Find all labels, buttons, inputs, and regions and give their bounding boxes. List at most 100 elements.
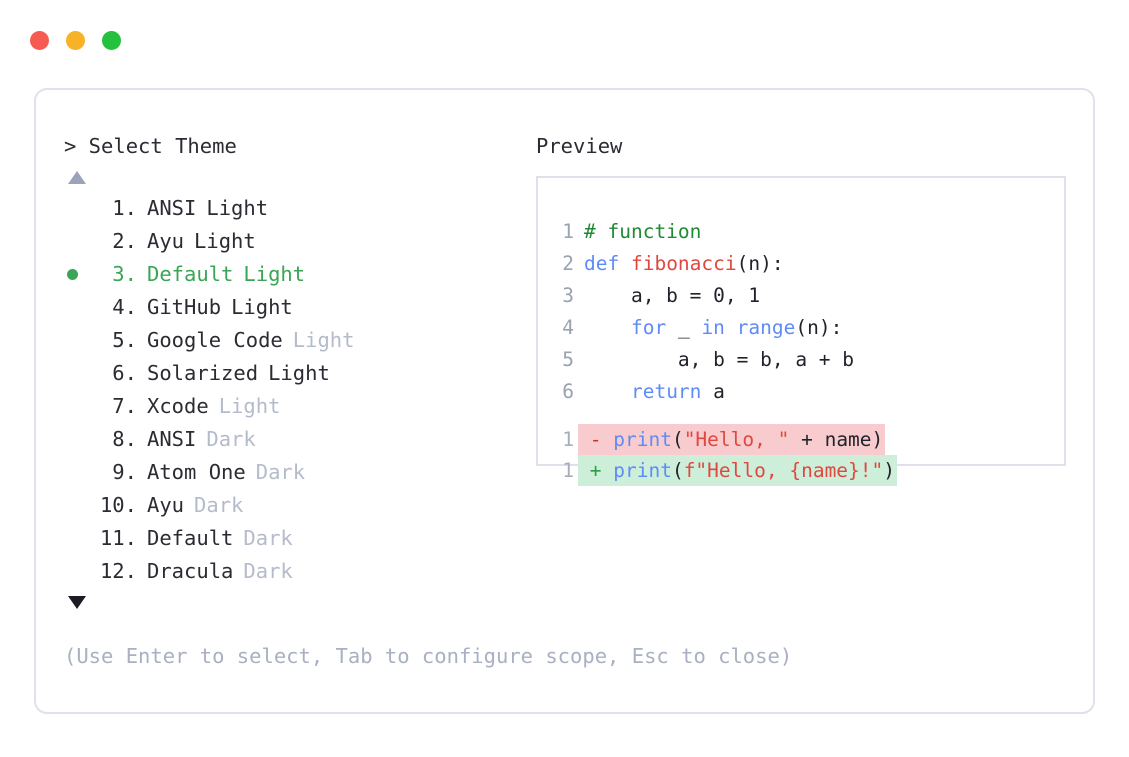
triangle-down-icon[interactable] [68, 596, 86, 609]
theme-item-name: Ayu [147, 229, 185, 253]
theme-item-variant-tag: Light [231, 295, 293, 319]
theme-item-index: 9. [99, 460, 137, 484]
code-line: 5 a, b = b, a + b [552, 344, 1058, 376]
code-token: ( [671, 428, 684, 451]
selection-bullet-cell [64, 357, 92, 390]
code-token: (n): [736, 252, 784, 275]
minimize-window-dot[interactable] [66, 31, 85, 50]
code-token: for [630, 316, 667, 339]
diff-line-content: + print(f"Hello, {name}!") [578, 455, 898, 486]
code-token: f"Hello, {name}!" [683, 459, 884, 482]
preview-title: Preview [536, 134, 623, 158]
theme-item-name: Ayu [147, 493, 185, 517]
selection-bullet-cell [64, 423, 92, 456]
theme-list-item[interactable]: 5. Google Code Light [64, 324, 534, 357]
code-line-text: return a [584, 376, 725, 408]
code-token: + name) [789, 428, 884, 451]
code-token: print [613, 459, 672, 482]
diff-line-del: 1 - print("Hello, " + name) [552, 424, 1058, 455]
maximize-window-dot[interactable] [102, 31, 121, 50]
code-line-number: 3 [562, 284, 574, 307]
code-line-number: 1 [562, 220, 574, 243]
theme-item-name: Atom One [147, 460, 246, 484]
code-line-text: for _ in range(n): [584, 312, 842, 344]
select-theme-prompt: > Select Theme [64, 134, 237, 158]
theme-item-variant-tag: Light [243, 262, 306, 286]
theme-item-name: Default [147, 526, 234, 550]
theme-item-name: Google Code [147, 328, 283, 352]
theme-item-index: 2. [99, 229, 137, 253]
code-token: fibonacci [630, 252, 737, 275]
theme-item-variant-tag: Dark [243, 526, 293, 550]
theme-item-variant-tag: Dark [206, 427, 256, 451]
theme-list-item[interactable]: 2. Ayu Light [64, 225, 534, 258]
preview-column: Preview [536, 132, 1068, 160]
code-token: a, b = b, a + b [584, 348, 855, 371]
code-token: a [701, 380, 725, 403]
code-token: a, b = 0, 1 [584, 284, 761, 307]
code-line-text: def fibonacci(n): [584, 248, 784, 280]
code-token: in range [701, 316, 796, 339]
diff-line-number: 1 [562, 428, 574, 451]
selected-bullet-icon [67, 269, 78, 280]
triangle-up-icon[interactable] [68, 171, 86, 184]
code-line-text: a, b = 0, 1 [584, 280, 760, 312]
code-line-number: 4 [562, 316, 574, 339]
theme-item-index: 12. [99, 559, 137, 583]
code-token: # function [584, 220, 702, 243]
selection-bullet-cell [64, 324, 92, 357]
theme-item-index: 11. [99, 526, 137, 550]
theme-item-name: Xcode [147, 394, 209, 418]
theme-item-variant-tag: Dark [255, 460, 306, 484]
code-line-text: a, b = b, a + b [584, 344, 854, 376]
theme-list-item[interactable]: 12. Dracula Dark [64, 555, 534, 588]
theme-list-item[interactable]: 10. Ayu Dark [64, 489, 534, 522]
theme-item-name: GitHub [147, 295, 222, 319]
keyboard-hint: (Use Enter to select, Tab to configure s… [64, 644, 793, 668]
theme-item-name: Default [147, 262, 234, 286]
diff-lines: 1 - print("Hello, " + name)1 + print(f"H… [552, 424, 1058, 486]
theme-list-item[interactable]: 11. Default Dark [64, 522, 534, 555]
theme-item-index: 10. [99, 493, 137, 517]
diff-line-number: 1 [562, 459, 574, 482]
code-line: 4 for _ in range(n): [552, 312, 1058, 344]
theme-item-variant-tag: Dark [243, 559, 293, 583]
theme-item-variant-tag: Light [206, 196, 269, 220]
code-line: 2 def fibonacci(n): [552, 248, 1058, 280]
code-token: ) [883, 459, 896, 482]
diff-line-add: 1 + print(f"Hello, {name}!") [552, 455, 1058, 486]
code-token: (n): [795, 316, 843, 339]
theme-item-variant-tag: Light [268, 361, 330, 385]
theme-item-name: ANSI [147, 427, 197, 451]
code-token: def [584, 252, 631, 275]
theme-list-item[interactable]: 9. Atom One Dark [64, 456, 534, 489]
theme-item-variant-tag: Dark [194, 493, 244, 517]
theme-item-name: Dracula [147, 559, 234, 583]
theme-item-index: 5. [99, 328, 137, 352]
theme-item-variant-tag: Light [194, 229, 256, 253]
close-window-dot[interactable] [30, 31, 49, 50]
code-line-text: # function [584, 216, 701, 248]
theme-item-variant-tag: Light [292, 328, 355, 352]
code-line-number: 2 [562, 252, 574, 275]
theme-item-index: 7. [99, 394, 137, 418]
selection-bullet-cell [64, 192, 92, 225]
window-controls [30, 31, 121, 50]
theme-item-index: 6. [99, 361, 137, 385]
code-token: _ [666, 316, 702, 339]
code-line: 1 # function [552, 216, 1058, 248]
code-token [584, 316, 631, 339]
theme-item-name: ANSI [147, 196, 197, 220]
code-spacer [552, 408, 1058, 424]
selection-bullet-cell [64, 456, 92, 489]
